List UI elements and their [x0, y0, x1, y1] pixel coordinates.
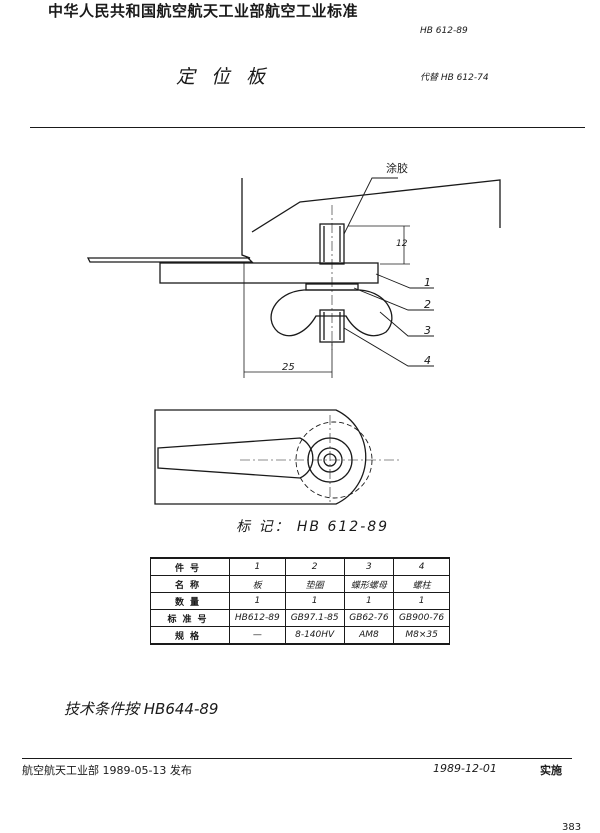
technical-conditions: 技术条件按 HB644-89	[64, 700, 219, 718]
table-row: 规格 — 8-140HV AM8 M8×35	[150, 626, 450, 645]
table-cell: AM8	[343, 626, 395, 645]
dim-width: 25	[282, 362, 295, 373]
footer-rule	[22, 758, 572, 759]
callout-3: 3	[424, 324, 431, 337]
implementation-date: 1989-12-01	[433, 762, 497, 775]
plate-body	[159, 262, 379, 284]
callout-1: 1	[424, 276, 431, 289]
table-cell: GB62-76	[343, 609, 395, 627]
standard-title: 中华人民共和国航空航天工业部航空工业标准	[48, 2, 359, 20]
table-cell: 螺柱	[393, 575, 450, 593]
row-header: 数量	[150, 592, 230, 610]
row-header: 件号	[150, 557, 230, 576]
table-cell: 1	[229, 557, 286, 576]
table-cell: 蝶形螺母	[343, 575, 395, 593]
table-cell: 2	[284, 557, 345, 576]
plate-leader-upper	[251, 179, 501, 233]
table-cell: 垫圈	[284, 575, 345, 593]
row-header: 名称	[150, 575, 230, 593]
glue-label: 涂胶	[386, 161, 408, 175]
table-cell: 3	[343, 557, 395, 576]
row-header: 规格	[150, 626, 230, 645]
table-row: 标准号 HB612-89 GB97.1-85 GB62-76 GB900-76	[150, 609, 450, 627]
table-cell: 1	[284, 592, 345, 610]
marking-label: 标 记： HB 612-89	[236, 519, 390, 535]
parts-table: 件号 1 2 3 4 名称 板 垫圈 蝶形螺母 螺柱 数量 1 1 1 1 标准…	[150, 557, 450, 645]
callout-2: 2	[424, 298, 431, 311]
table-cell: GB97.1-85	[284, 609, 345, 627]
table-row: 数量 1 1 1 1	[150, 592, 450, 610]
plate-side-outline	[86, 178, 254, 263]
dim-height: 12	[396, 239, 408, 249]
callout-4: 4	[424, 354, 431, 367]
wing-nut	[270, 289, 393, 337]
implementation-label: 实施	[540, 764, 562, 777]
table-cell: —	[229, 626, 286, 645]
header-rule	[30, 127, 585, 128]
issue-info: 航空航天工业部 1989-05-13 发布	[22, 764, 192, 777]
technical-drawing: 涂胶 12 25 1 2 3 4	[86, 161, 501, 505]
document-title: 定位板	[176, 66, 282, 88]
table-cell: 1	[343, 592, 395, 610]
table-cell: HB612-89	[229, 609, 286, 627]
table-cell: M8×35	[393, 626, 450, 645]
table-cell: 8-140HV	[284, 626, 345, 645]
table-cell: GB900-76	[393, 609, 450, 627]
table-cell: 4	[393, 557, 450, 576]
table-row: 件号 1 2 3 4	[150, 557, 450, 576]
page-number: 383	[562, 822, 582, 833]
standard-number: HB 612-89	[420, 26, 468, 36]
slot	[157, 437, 314, 479]
row-header: 标准号	[150, 609, 230, 627]
table-cell: 板	[229, 575, 286, 593]
plate-top-view	[154, 409, 367, 505]
table-cell: 1	[393, 592, 450, 610]
table-cell: 1	[229, 592, 286, 610]
replaces-note: 代替 HB 612-74	[420, 73, 489, 83]
table-row: 名称 板 垫圈 蝶形螺母 螺柱	[150, 575, 450, 593]
